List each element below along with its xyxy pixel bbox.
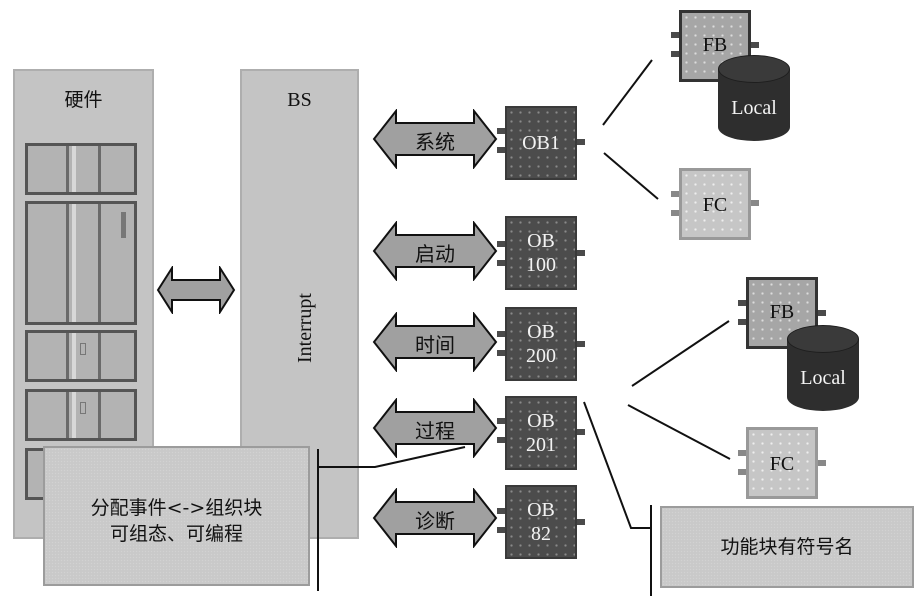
- rack-module-4: [25, 389, 137, 441]
- assignment-note-line1: 分配事件<->组织块: [90, 497, 263, 519]
- ob-label-line1: OB: [527, 321, 555, 343]
- ob-label-line2: 201: [526, 434, 556, 456]
- fc-block-2[interactable]: FC: [746, 427, 818, 499]
- ob-label-line2: 200: [526, 345, 556, 367]
- link-assign-ob201: [318, 446, 466, 468]
- fb-label: FB: [702, 34, 728, 56]
- event-arrow-startup: 启动: [372, 220, 498, 282]
- fc-label: FC: [702, 194, 728, 216]
- event-label: 时间: [415, 333, 455, 357]
- ob1-block[interactable]: OB1: [505, 106, 577, 180]
- ob100-block[interactable]: OB 100: [505, 216, 577, 290]
- event-label: 过程: [415, 419, 455, 443]
- event-label: 启动: [415, 242, 455, 266]
- fb-label: FB: [769, 301, 795, 323]
- ob-label-line1: OB: [527, 499, 555, 521]
- local-label: Local: [731, 97, 777, 119]
- ob-label: OB1: [522, 132, 560, 154]
- ob-label-line1: OB: [527, 230, 555, 252]
- ob200-block[interactable]: OB 200: [505, 307, 577, 381]
- bs-title: BS: [287, 89, 312, 111]
- hardware-panel: 硬件: [13, 69, 154, 539]
- event-arrow-time: 时间: [372, 311, 498, 373]
- rack-module-3: [25, 330, 137, 382]
- link-ob201-fc: [627, 404, 731, 460]
- fc-block-1[interactable]: FC: [679, 168, 751, 240]
- rack-module-1: [25, 143, 137, 195]
- assignment-note-line2: 可组态、可编程: [109, 523, 243, 545]
- rack-module-2: [25, 201, 137, 325]
- event-label: 系统: [415, 130, 455, 154]
- link-ob201-fb: [631, 320, 730, 387]
- ob201-block[interactable]: OB 201: [505, 396, 577, 470]
- event-arrow-system: 系统: [372, 108, 498, 170]
- fc-label: FC: [769, 453, 795, 475]
- local-label: Local: [800, 367, 846, 389]
- symbolic-name-note: 功能块有符号名: [660, 506, 914, 588]
- symbolic-name-text: 功能块有符号名: [720, 536, 854, 558]
- ob-label-line1: OB: [527, 410, 555, 432]
- hardware-bs-arrow: [156, 266, 236, 314]
- local-data-cylinder-2: Local: [787, 325, 859, 411]
- link-ob201-symbol-note: [583, 401, 651, 529]
- local-data-cylinder-1: Local: [718, 55, 790, 141]
- event-label: 诊断: [415, 509, 455, 533]
- hardware-title: 硬件: [64, 89, 103, 111]
- event-arrow-process: 过程: [372, 397, 498, 459]
- link-ob1-fb: [602, 59, 653, 126]
- ob82-block[interactable]: OB 82: [505, 485, 577, 559]
- link-ob1-fc: [603, 152, 659, 200]
- event-arrow-diagnostic: 诊断: [372, 487, 498, 549]
- assignment-note: 分配事件<->组织块 可组态、可编程: [43, 446, 310, 586]
- ob-label-line2: 100: [526, 254, 556, 276]
- ob-label-line2: 82: [531, 523, 551, 545]
